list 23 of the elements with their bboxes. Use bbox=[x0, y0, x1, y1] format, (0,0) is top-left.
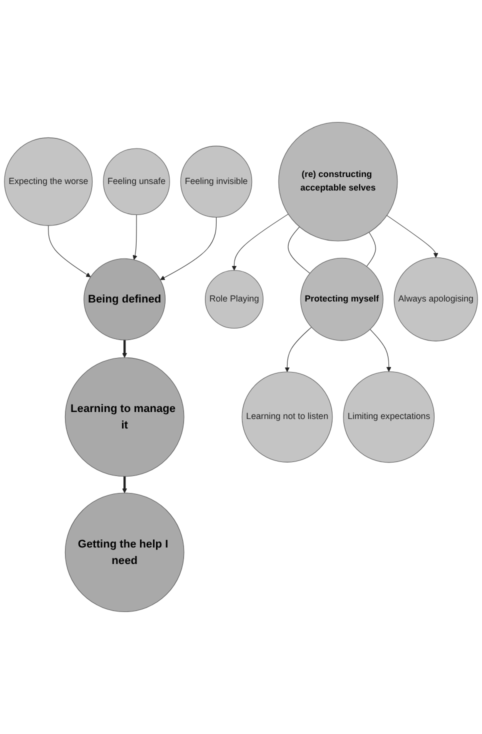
arrow bbox=[160, 216, 217, 280]
node-circle: Getting the help I need bbox=[64, 492, 184, 612]
node-circle: Protecting myself bbox=[300, 258, 384, 341]
node-circle: (re) constructing acceptable selves bbox=[278, 122, 398, 242]
arrow bbox=[122, 340, 127, 358]
arrow bbox=[284, 326, 312, 372]
arrow bbox=[122, 476, 127, 494]
node-circle: Always apologising bbox=[394, 257, 478, 342]
node-circle: Learning not to listen bbox=[242, 372, 333, 462]
arrow bbox=[386, 215, 438, 258]
node-circle: Limiting expectations bbox=[343, 371, 435, 463]
arrow bbox=[370, 329, 392, 372]
node-circle: Expecting the worse bbox=[4, 137, 93, 226]
arrow bbox=[48, 225, 91, 278]
connector bbox=[288, 226, 310, 274]
node-circle: Feeling unsafe bbox=[103, 148, 170, 216]
node-circle: Being defined bbox=[84, 258, 166, 340]
node-circle: Role Playing bbox=[204, 270, 264, 329]
node-circle: Feeling invisible bbox=[180, 146, 252, 218]
arrow bbox=[232, 214, 289, 271]
node-circle: Learning to manage it bbox=[64, 357, 184, 477]
arrow bbox=[132, 214, 138, 260]
connector bbox=[366, 232, 376, 267]
